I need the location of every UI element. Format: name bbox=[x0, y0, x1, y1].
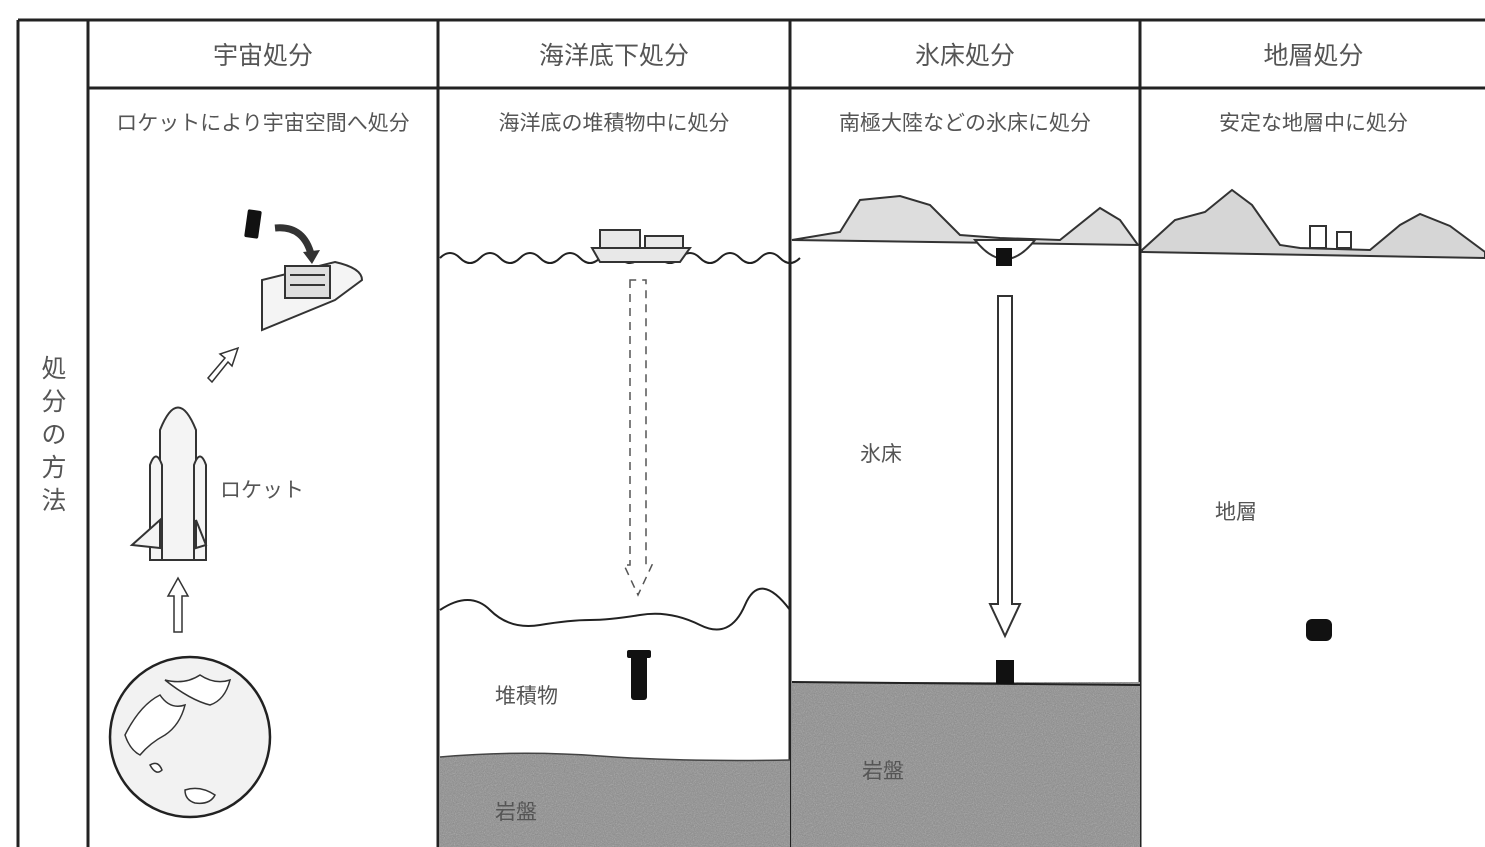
deployment-arrow bbox=[274, 224, 320, 264]
ice-surface-hills bbox=[791, 194, 1140, 247]
column-description-geological: 安定な地層中に処分 bbox=[1219, 111, 1408, 135]
waste-canister-icon bbox=[244, 209, 262, 239]
rocket-icon bbox=[129, 406, 208, 561]
descent-arrow bbox=[988, 295, 1022, 639]
ice-entry-pit bbox=[972, 239, 1038, 266]
column-title-geological: 地層処分 bbox=[1263, 41, 1364, 70]
ground-surface-hills bbox=[1141, 188, 1485, 260]
column-description-seabed: 海洋底の堆積物中に処分 bbox=[498, 111, 730, 135]
label-ice-sheet: 氷床 bbox=[860, 442, 902, 466]
surface-facility-icon bbox=[1309, 225, 1352, 249]
trajectory-arrow bbox=[206, 346, 240, 384]
label-rocket: ロケット bbox=[220, 478, 304, 502]
ship-icon bbox=[590, 229, 692, 263]
space-shuttle-icon bbox=[261, 260, 364, 332]
seabed-line bbox=[439, 587, 791, 631]
label-strata: 地層 bbox=[1215, 500, 1257, 524]
column-description-space: ロケットにより宇宙空間へ処分 bbox=[116, 111, 410, 135]
table-grid bbox=[16, 18, 1485, 847]
label-bedrock-ice: 岩盤 bbox=[862, 759, 904, 783]
bedrock-layer-seabed bbox=[439, 752, 791, 847]
label-bedrock-seabed: 岩盤 bbox=[495, 800, 537, 824]
bedrock-layer-ice bbox=[791, 681, 1141, 847]
label-sediment: 堆積物 bbox=[495, 684, 558, 708]
drop-arrow-dashed bbox=[622, 279, 654, 597]
column-description-ice-sheet: 南極大陸などの氷床に処分 bbox=[839, 111, 1091, 135]
column-title-seabed: 海洋底下処分 bbox=[538, 41, 689, 70]
column-title-ice-sheet: 氷床処分 bbox=[914, 41, 1015, 70]
earth-globe bbox=[108, 655, 272, 819]
row-header: 処分の方法 bbox=[0, 0, 88, 847]
sub-seabed-canister-icon bbox=[627, 650, 651, 700]
deep-repository-canister-icon bbox=[1306, 619, 1332, 641]
row-label: 処分の方法 bbox=[41, 354, 67, 515]
bedrock-canister-icon bbox=[996, 660, 1014, 684]
launch-arrow bbox=[166, 576, 190, 633]
column-title-space: 宇宙処分 bbox=[212, 41, 313, 70]
